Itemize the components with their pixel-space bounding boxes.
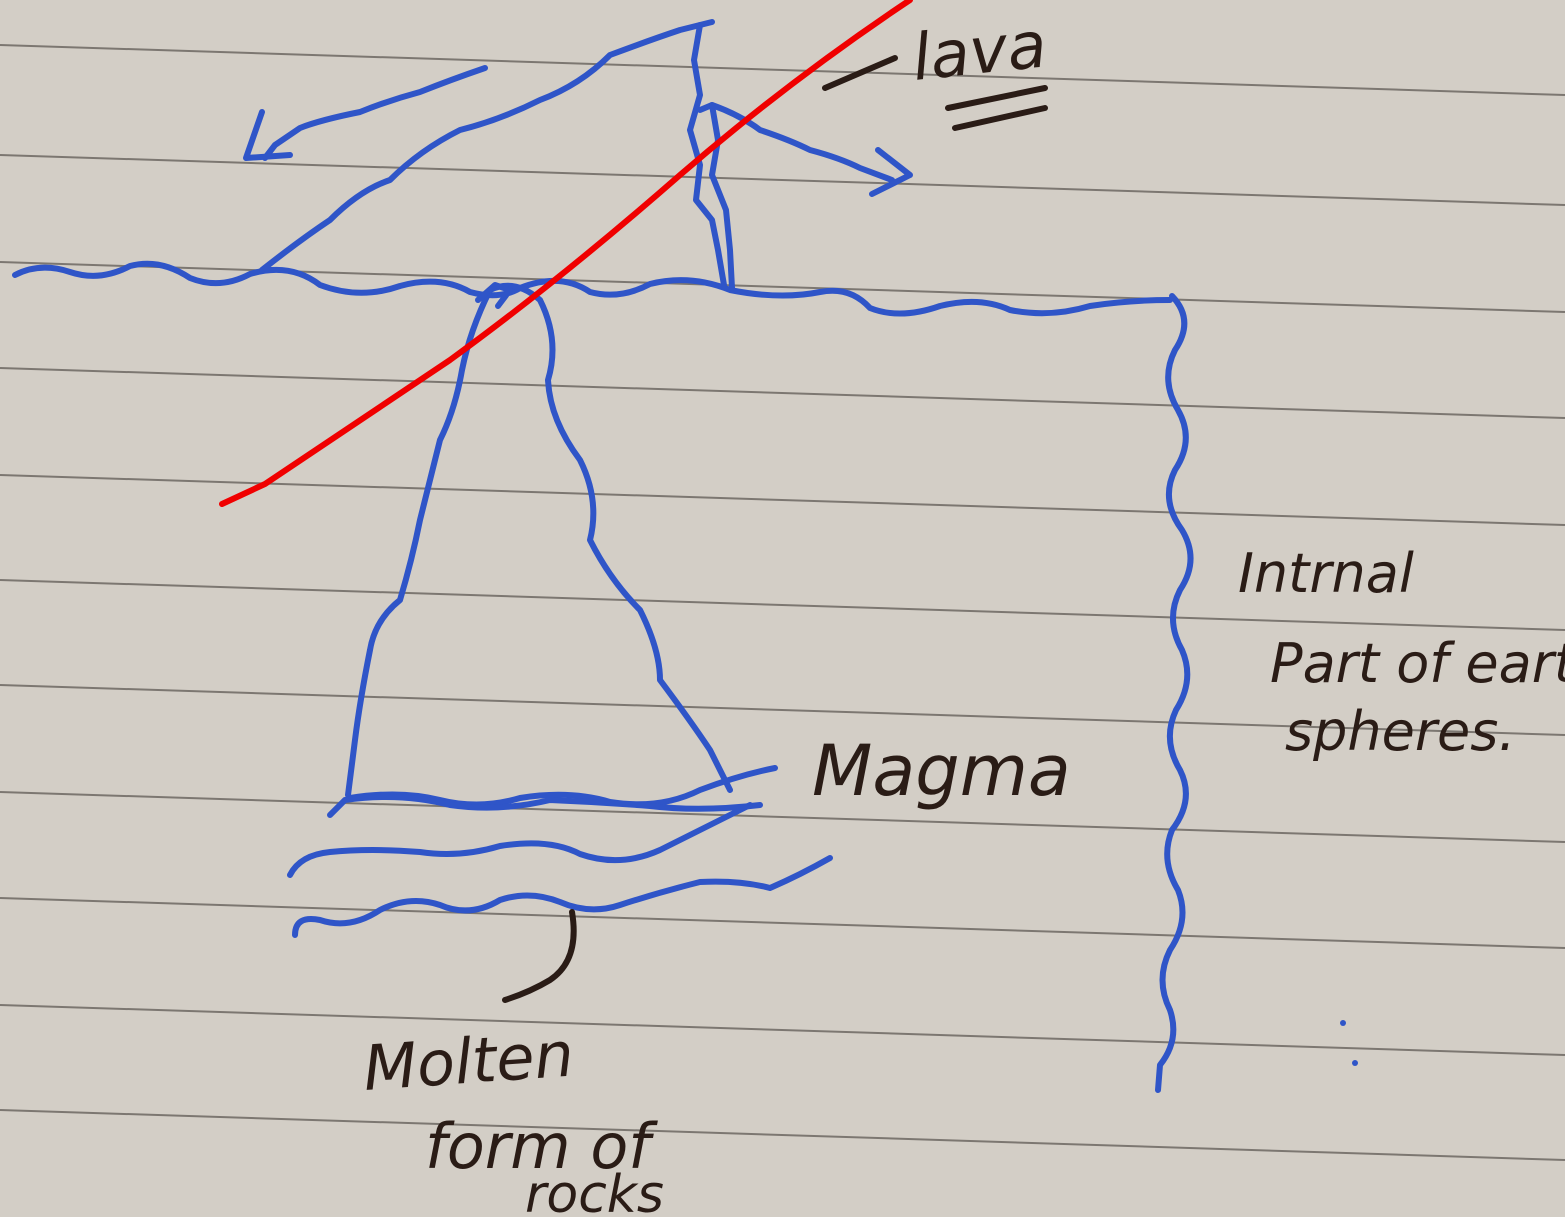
ink-dot	[1352, 1060, 1358, 1066]
lava-flow-arrow-left	[265, 68, 485, 158]
label-magma: Magma	[812, 730, 1071, 812]
ink-dot	[1340, 1020, 1346, 1026]
rule-line	[0, 898, 1565, 948]
rule-line	[0, 792, 1565, 842]
rule-line	[0, 262, 1565, 312]
magma-chamber-right-wall	[490, 286, 730, 790]
magma-wave	[330, 797, 760, 815]
label-lava: lava	[909, 8, 1050, 96]
ground-surface-line	[15, 264, 1170, 314]
rule-line	[0, 155, 1565, 205]
rule-line	[0, 45, 1565, 95]
molten-pointer-line	[505, 912, 574, 1000]
molten-rock-wave	[290, 805, 750, 875]
internal-earth-boundary	[1158, 296, 1191, 1090]
red-strike-line	[222, 0, 910, 504]
lava-flow-arrow-right	[712, 105, 892, 180]
label-molten-line1: Molten	[361, 1017, 576, 1104]
label-internal-line3: spheres.	[1285, 700, 1516, 763]
lava-underline	[955, 108, 1045, 128]
volcano-left-slope	[262, 22, 712, 270]
label-internal-line2: Part of earth	[1270, 632, 1565, 695]
molten-rock-wave	[295, 858, 830, 935]
label-internal-line1: Intrnal	[1238, 542, 1414, 605]
rule-line	[0, 368, 1565, 418]
magma-chamber-left-wall	[348, 290, 490, 795]
rule-line	[0, 1110, 1565, 1160]
rule-line	[0, 1005, 1565, 1055]
label-molten-line3: rocks	[525, 1165, 664, 1217]
